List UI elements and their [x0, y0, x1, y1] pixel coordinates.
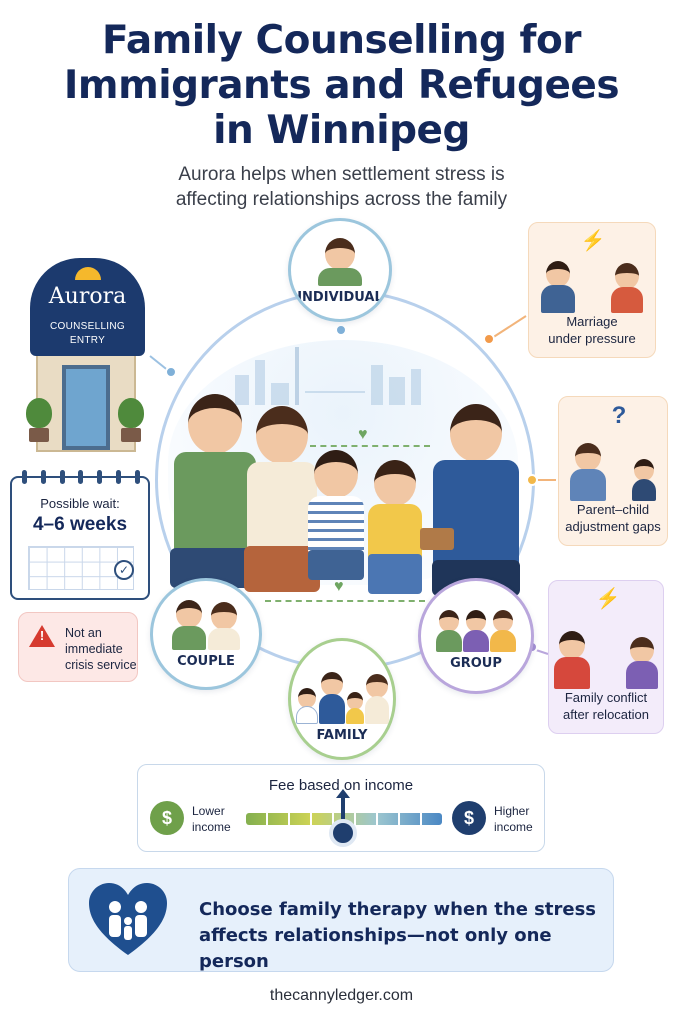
heart-icon-top: ♥ [358, 426, 368, 443]
winnipeg-skyline [235, 345, 455, 405]
banner-line-2: affects relationships—not only one perso… [199, 925, 552, 972]
service-family: FAMILY [288, 638, 396, 760]
calendar-rings [22, 470, 140, 484]
scene-mother [244, 406, 320, 592]
warning-icon [29, 625, 55, 647]
stressor-parent-line-2: adjustment gaps [565, 519, 661, 534]
stressor-conflict-line-1: Family conflict [564, 690, 648, 705]
aurora-name: Aurora [48, 284, 127, 309]
title-line-2: Immigrants and Refugees [63, 63, 620, 108]
plant-icon-right [118, 398, 144, 442]
banner-line-1: Choose family therapy when the stress [199, 899, 597, 920]
stressor-card-marriage: ⚡ Marriage under pressure [528, 222, 656, 358]
crisis-warning: ! Not an immediate crisis service [18, 612, 138, 682]
wait-label: Possible wait: [40, 496, 120, 511]
subtitle-line-2: affecting relationships across the famil… [175, 189, 508, 210]
stressor-conflict-line-2: after relocation [563, 707, 649, 722]
scene-dashed-arc-bottom [265, 600, 425, 602]
stressor-marriage-line-1: Marriage [566, 314, 618, 329]
stressor-card-conflict: ⚡ Family conflict after relocation [548, 580, 664, 734]
heart-icon-bottom: ♥ [334, 578, 344, 595]
heart-family-icon [89, 883, 167, 955]
check-icon: ✓ [114, 560, 134, 580]
service-individual-label: INDIVIDUAL [297, 290, 383, 305]
plant-icon-left [26, 398, 52, 442]
lightning-icon: ⚡ [580, 230, 606, 252]
stressor-card-parent-child: ? Parent–child adjustment gaps [558, 396, 668, 546]
fee-title: Fee based on income [268, 777, 414, 794]
sign-line-1: COUNSELLING [50, 321, 125, 332]
wait-time-calendar: Possible wait: 4–6 weeks ✓ [10, 470, 150, 600]
service-couple-label: COUPLE [177, 654, 235, 669]
aurora-sign: Aurora COUNSELLING ENTRY [30, 258, 145, 356]
scene-counsellor [432, 404, 520, 596]
ring-dot-marriage [483, 333, 495, 345]
lower-income-label: Lower income [192, 804, 231, 834]
arrow-up-icon [341, 795, 345, 819]
scene-dashed-arc-top [310, 445, 430, 447]
service-couple: COUPLE [150, 578, 262, 690]
service-group: GROUP [418, 578, 534, 694]
building-door [62, 365, 110, 450]
stressor-marriage-line-2: under pressure [548, 331, 636, 346]
title-line-1: Family Counselling for [101, 18, 582, 63]
clipboard-icon [420, 528, 454, 550]
ring-dot-parent [526, 474, 538, 486]
sign-line-2: ENTRY [69, 335, 106, 346]
page-title: Family Counselling for Immigrants and Re… [0, 18, 683, 153]
subtitle-line-1: Aurora helps when settlement stress is [178, 164, 505, 185]
service-individual: INDIVIDUAL [288, 218, 392, 322]
page-subtitle: Aurora helps when settlement stress is a… [0, 162, 683, 212]
service-family-label: FAMILY [316, 728, 368, 743]
question-icon: ? [611, 402, 627, 429]
warning-text: Not an immediate crisis service [65, 626, 137, 672]
scene-son [308, 450, 364, 580]
higher-income-label: Higher income [494, 804, 533, 834]
income-slider-knob [329, 819, 357, 847]
scene-daughter [368, 460, 422, 594]
aurora-sign-subtext: COUNSELLING ENTRY [30, 320, 145, 348]
ring-dot-building [165, 366, 177, 378]
footer-source: thecannyledger.com [269, 987, 414, 1004]
lightning-icon: ⚡ [595, 588, 621, 610]
service-group-label: GROUP [450, 656, 502, 671]
stressor-parent-line-1: Parent–child [576, 502, 650, 517]
dollar-icon-lower: $ [150, 801, 184, 835]
sun-logo-icon [75, 267, 101, 280]
title-line-3: in Winnipeg [213, 108, 470, 153]
ring-dot-individual [335, 324, 347, 336]
individual-person [318, 238, 362, 286]
recommendation-text: Choose family therapy when the stress af… [199, 897, 599, 975]
recommendation-banner: Choose family therapy when the stress af… [68, 868, 614, 972]
wait-duration: 4–6 weeks [32, 514, 128, 535]
sliding-fee-panel: Fee based on income $ Lower income $ Hig… [137, 764, 545, 852]
dollar-icon-higher: $ [452, 801, 486, 835]
